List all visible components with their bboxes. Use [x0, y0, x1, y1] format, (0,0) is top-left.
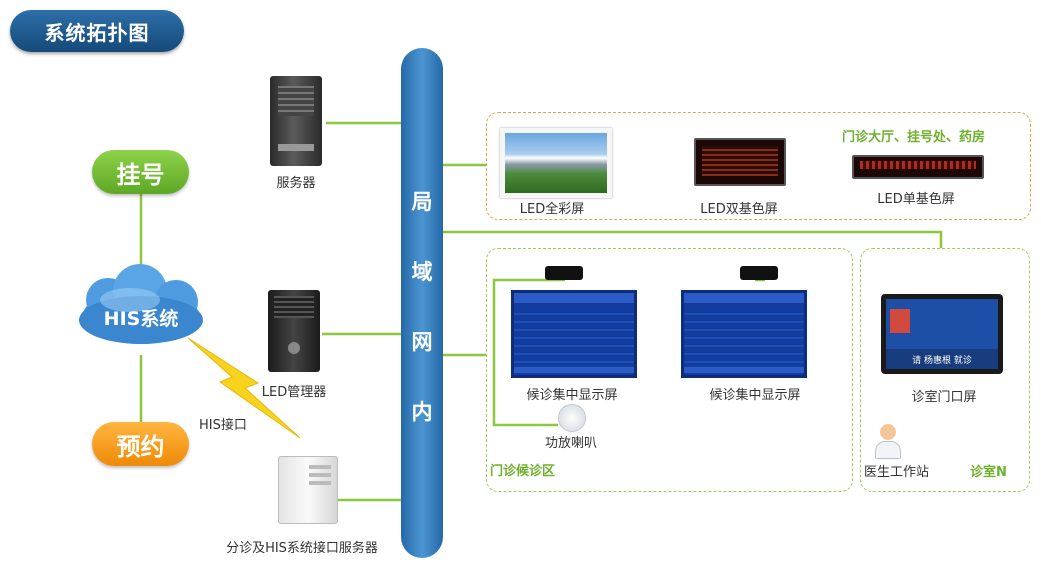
full-color-label: LED全彩屏 — [519, 202, 585, 217]
led-manager-label: LED管理器 — [261, 385, 327, 400]
controller-box-icon-2 — [740, 266, 778, 280]
lan-char-2: 域 — [411, 260, 433, 284]
triage-server-icon — [278, 456, 338, 524]
speaker-label: 功放喇叭 — [544, 436, 597, 451]
dual-color-led-screen — [694, 138, 786, 186]
led-manager-icon — [268, 290, 320, 372]
hall-heading: 门诊大厅、挂号处、药房 — [842, 130, 986, 145]
single-color-label: LED单基色屏 — [877, 192, 955, 207]
his-interface-label: HIS接口 — [199, 418, 247, 433]
lan-char-1: 局 — [411, 190, 433, 214]
triage-server-label: 分诊及HIS系统接口服务器 — [226, 541, 378, 556]
waiting-screen-2 — [681, 290, 807, 378]
door-screen-call-text: 请 杨惠根 就诊 — [886, 349, 998, 369]
waiting-screen-label-1: 候诊集中显示屏 — [526, 388, 618, 403]
room-label: 诊室N — [970, 465, 1007, 480]
full-color-led-screen — [500, 128, 612, 198]
lan-char-3: 网 — [411, 330, 433, 354]
appointment-node: 预约 — [92, 422, 189, 466]
waiting-screen-label-2: 候诊集中显示屏 — [709, 388, 801, 403]
hall-display-panel — [486, 112, 1031, 220]
register-node: 挂号 — [92, 150, 189, 194]
room-panel — [860, 248, 1030, 492]
server-icon — [270, 76, 322, 166]
doctor-icon — [875, 424, 901, 459]
door-screen-label: 诊室门口屏 — [911, 390, 977, 405]
speaker-icon — [558, 404, 586, 432]
lan-bus — [401, 48, 443, 558]
workstation-label: 医生工作站 — [864, 465, 930, 480]
waiting-area-label: 门诊候诊区 — [490, 464, 556, 479]
dual-color-label: LED双基色屏 — [700, 202, 778, 217]
door-screen: 请 杨惠根 就诊 — [881, 294, 1003, 374]
his-cloud-icon — [79, 264, 203, 344]
controller-box-icon — [545, 266, 583, 280]
waiting-screen-1 — [511, 290, 637, 378]
lan-char-4: 内 — [411, 400, 433, 424]
waiting-area-panel — [486, 248, 853, 492]
page-title: 系统拓扑图 — [10, 10, 184, 52]
server-label: 服务器 — [276, 176, 316, 191]
his-system-label: HIS系统 — [103, 308, 179, 330]
single-color-led-screen — [852, 155, 984, 179]
